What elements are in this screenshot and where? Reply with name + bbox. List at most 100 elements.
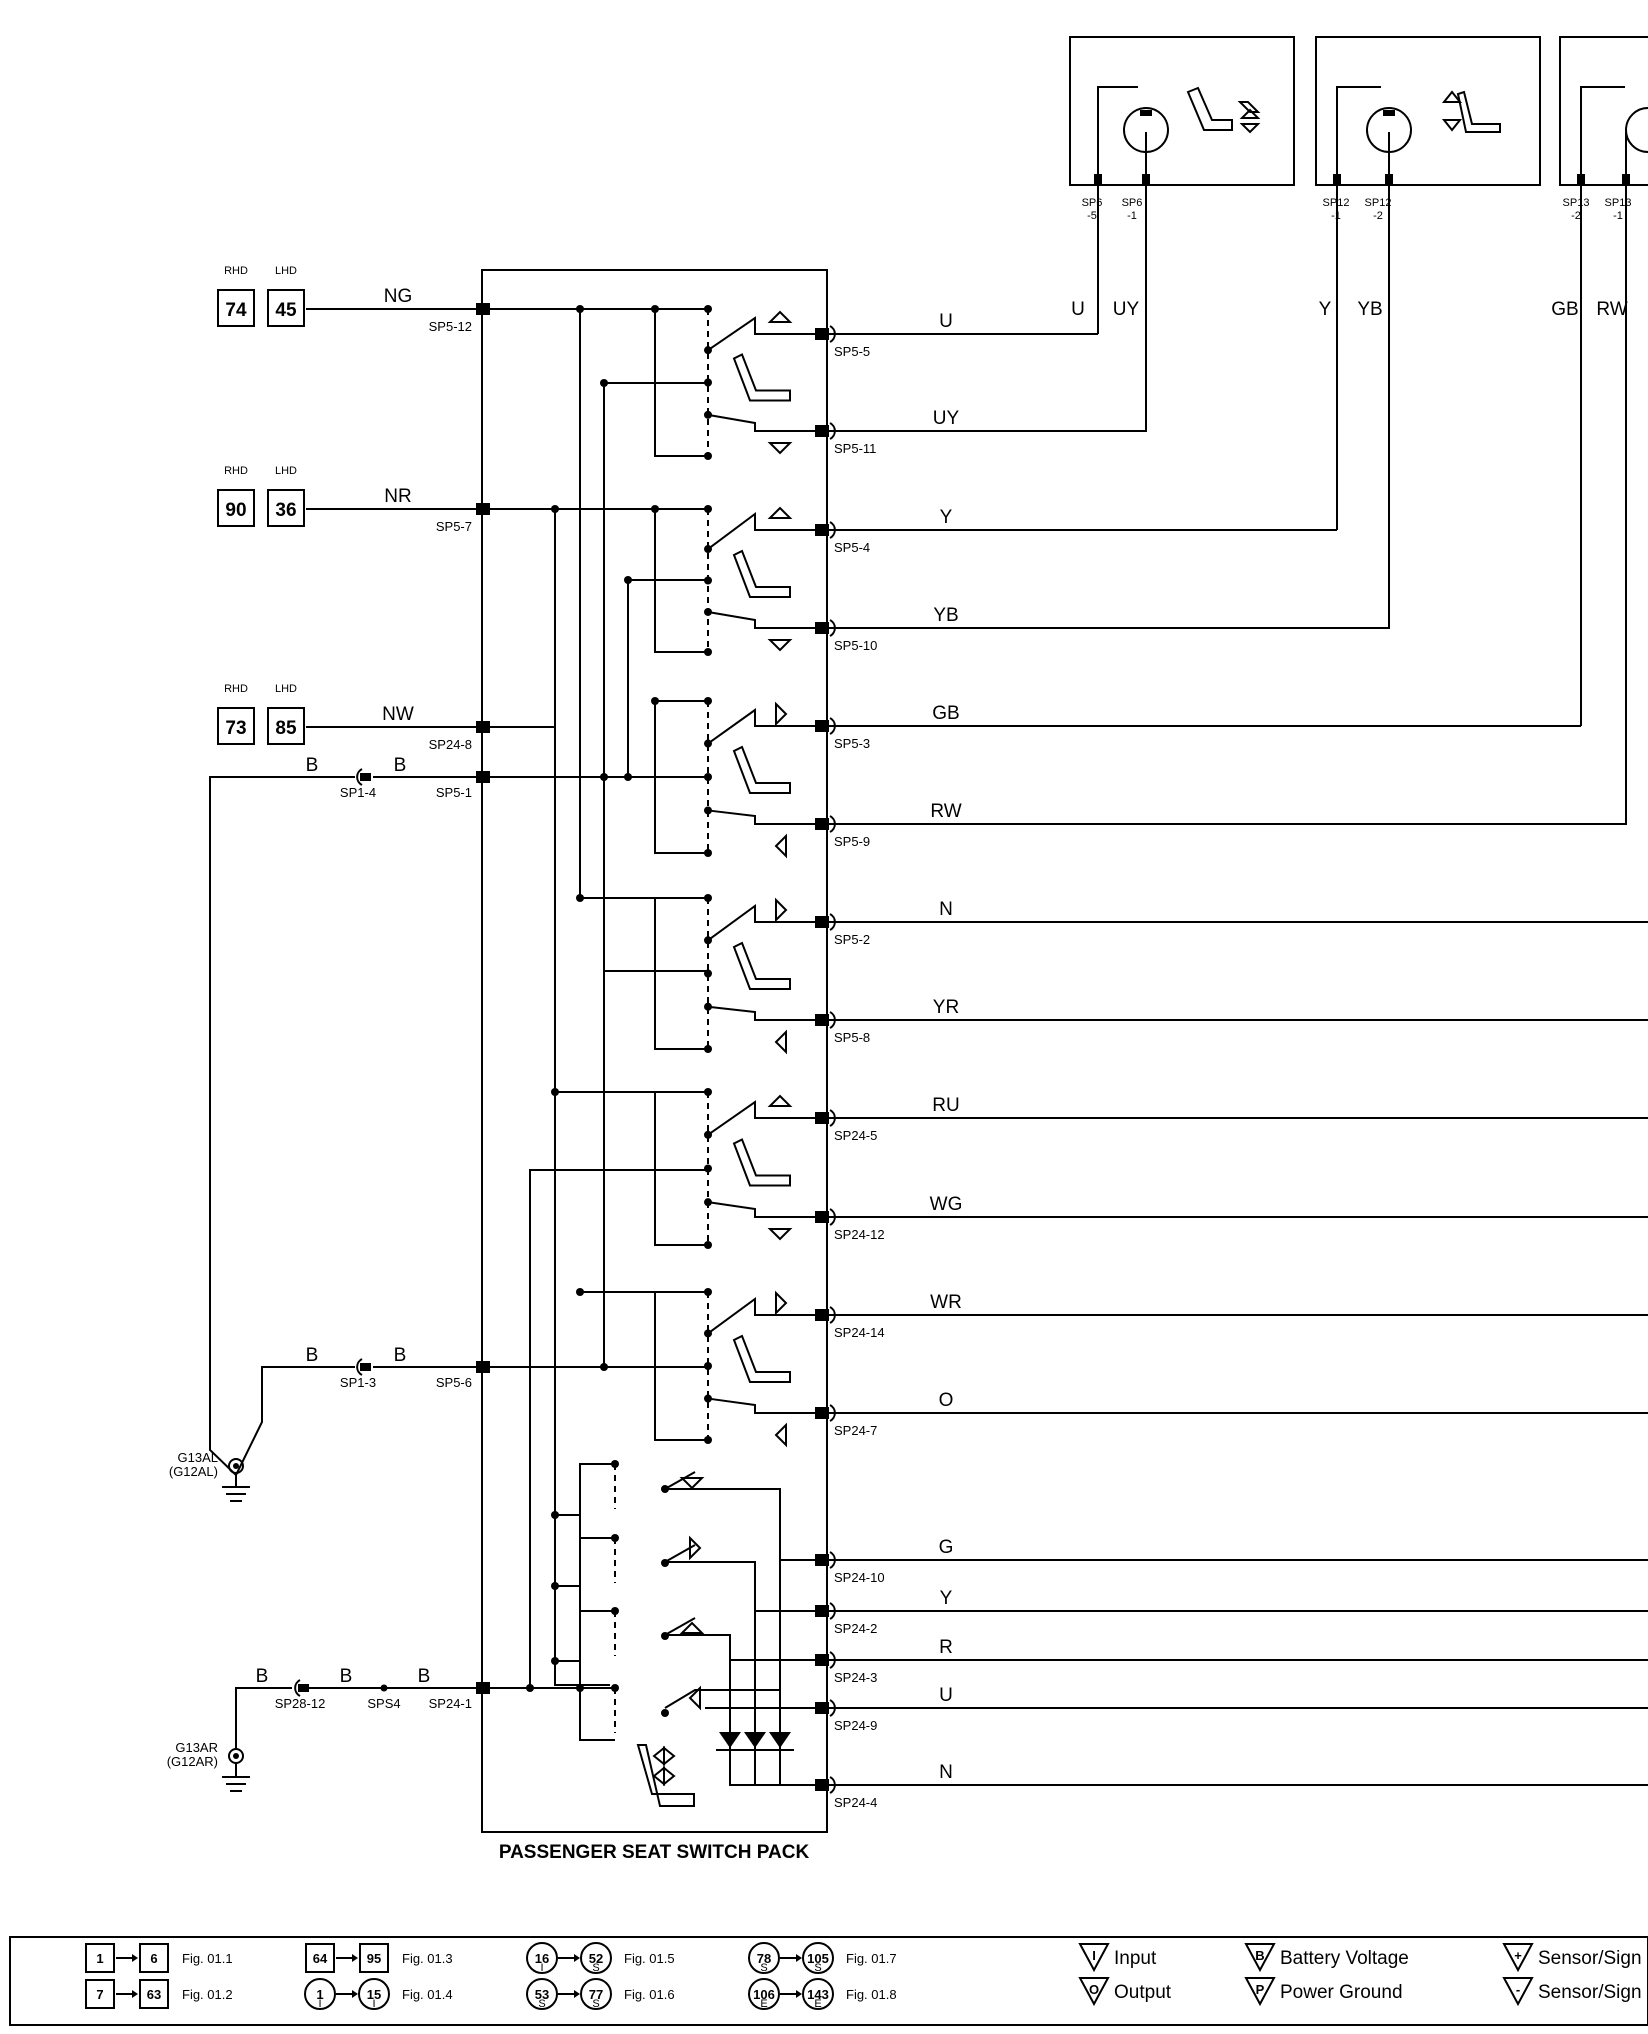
ground-wire-label: B: [340, 1666, 353, 1687]
output-connector-label: SP24-3: [834, 1670, 877, 1685]
seat-height-icon: [1186, 86, 1261, 134]
legend-fig-sub: S: [814, 1962, 821, 1974]
output-wire-label: N: [939, 899, 953, 920]
motor-wire-label: YB: [1357, 299, 1382, 320]
legend-symbol-glyph: B: [1255, 1948, 1264, 1963]
motor-wire-label: GB: [1551, 299, 1578, 320]
output-wire-label: RU: [932, 1095, 959, 1116]
splice-sp1-4: [356, 768, 371, 786]
output-wire-label: Y: [940, 1588, 953, 1609]
motor-pin-label: -1: [1127, 210, 1137, 222]
lhd-ref: 85: [275, 718, 297, 739]
output-connector-label: SP5-10: [834, 638, 877, 653]
splice-label: SP1-3: [340, 1375, 376, 1390]
output-connector-label: SP24-10: [834, 1570, 885, 1585]
legend-fig-label: Fig. 01.7: [846, 1951, 897, 1966]
motor-wire-label: U: [1071, 299, 1085, 320]
legend-symbol-item: - Sensor/Sign: [1502, 1977, 1642, 2007]
motor-3: [1559, 36, 1648, 186]
output-wire-label: Y: [940, 507, 953, 528]
rhd-label: RHD: [224, 265, 248, 277]
switch-pack-box: [481, 269, 828, 1833]
legend-fig-sub: S: [592, 1962, 599, 1974]
output-connector-label: SP5-8: [834, 1030, 870, 1045]
legend-fig-from: 78: [757, 1951, 771, 1966]
diode-block: [636, 1471, 827, 1807]
rhd-ref: 73: [225, 718, 246, 739]
lhd-label: LHD: [275, 265, 297, 277]
motor-wire-label: Y: [1319, 299, 1332, 320]
ground-symbol-2: [222, 1748, 250, 1792]
legend-symbol-label: Output: [1114, 1982, 1172, 2003]
legend-fig-from: 7: [96, 1987, 103, 2002]
legend-fig-sub: E: [814, 1998, 821, 2010]
splice-label: SP1-4: [340, 785, 376, 800]
legend-symbol-label: Power Ground: [1280, 1982, 1403, 2003]
legend-symbol-glyph: I: [1092, 1948, 1096, 1963]
output-connector-label: SP5-11: [834, 441, 876, 456]
output-wire-label: GB: [932, 703, 959, 724]
internal-wiring: [482, 308, 708, 1741]
legend-fig-sub: S: [760, 1962, 767, 1974]
legend-fig-to: 95: [367, 1951, 381, 1966]
lhd-label: LHD: [275, 465, 297, 477]
legend-fig-label: Fig. 01.3: [402, 1951, 453, 1966]
output-wire-label: U: [939, 311, 953, 332]
output-connector-label: SP24-12: [834, 1227, 885, 1242]
legend: [9, 1936, 1648, 2026]
legend-fig-sub: S: [538, 1998, 545, 2010]
ground-symbol-1: [222, 1458, 250, 1502]
motor-wire-label: RW: [1596, 299, 1627, 320]
rhd-label: RHD: [224, 465, 248, 477]
legend-symbol-item: O Output: [1078, 1977, 1172, 2007]
motor-pin-label: -1: [1613, 210, 1623, 222]
legend-symbol-label: Sensor/Sign: [1538, 1982, 1642, 2003]
legend-symbol-item: I Input: [1078, 1943, 1157, 1973]
rhd-label: RHD: [224, 683, 248, 695]
ground-wire-label: B: [306, 1345, 319, 1366]
legend-symbol-label: Input: [1114, 1948, 1157, 1969]
legend-fig-sub: I: [372, 1998, 375, 2010]
legend-fig-sub: I: [540, 1962, 543, 1974]
splice-sp28-12: [294, 1679, 309, 1697]
legend-fig-from: 106: [753, 1987, 775, 2002]
output-wire-label: YB: [933, 605, 958, 626]
output-wire-label: WG: [930, 1194, 963, 1215]
lhd-ref: 45: [275, 300, 297, 321]
splice-label: SP28-12: [275, 1696, 326, 1711]
legend-fig-sub: S: [592, 1998, 599, 2010]
input-fig-ref: RHD LHD 73 85: [217, 683, 305, 745]
legend-fig-label: Fig. 01.6: [624, 1987, 675, 2002]
switch-pack-title: PASSENGER SEAT SWITCH PACK: [499, 1842, 810, 1863]
legend-symbol-glyph: O: [1089, 1982, 1099, 1997]
motor-pin-label: -2: [1373, 210, 1383, 222]
ground-wire-label: B: [256, 1666, 269, 1687]
input-connector-label: SP24-8: [429, 737, 472, 752]
legend-fig-from: 1: [316, 1987, 323, 2002]
motor-pin-label: -5: [1087, 210, 1097, 222]
legend-symbol-glyph: +: [1514, 1948, 1522, 1963]
ground-connector-label: SP5-6: [436, 1375, 472, 1390]
legend-symbol-label: Battery Voltage: [1280, 1948, 1409, 1969]
output-wire-label: G: [939, 1537, 954, 1558]
input-connector-label: SP5-12: [429, 319, 472, 334]
output-wire-label: YR: [933, 997, 959, 1018]
lhd-label: LHD: [275, 683, 297, 695]
ground-label: G13AL: [178, 1450, 218, 1465]
ground-wire-label: B: [394, 1345, 407, 1366]
output-wire-label: R: [939, 1637, 953, 1658]
output-connector-label: SP24-14: [834, 1325, 885, 1340]
ground-wire-label: B: [306, 755, 319, 776]
legend-fig-label: Fig. 01.1: [182, 1951, 233, 1966]
legend-symbol-glyph: -: [1516, 1982, 1520, 1997]
output-wire-label: RW: [930, 801, 961, 822]
